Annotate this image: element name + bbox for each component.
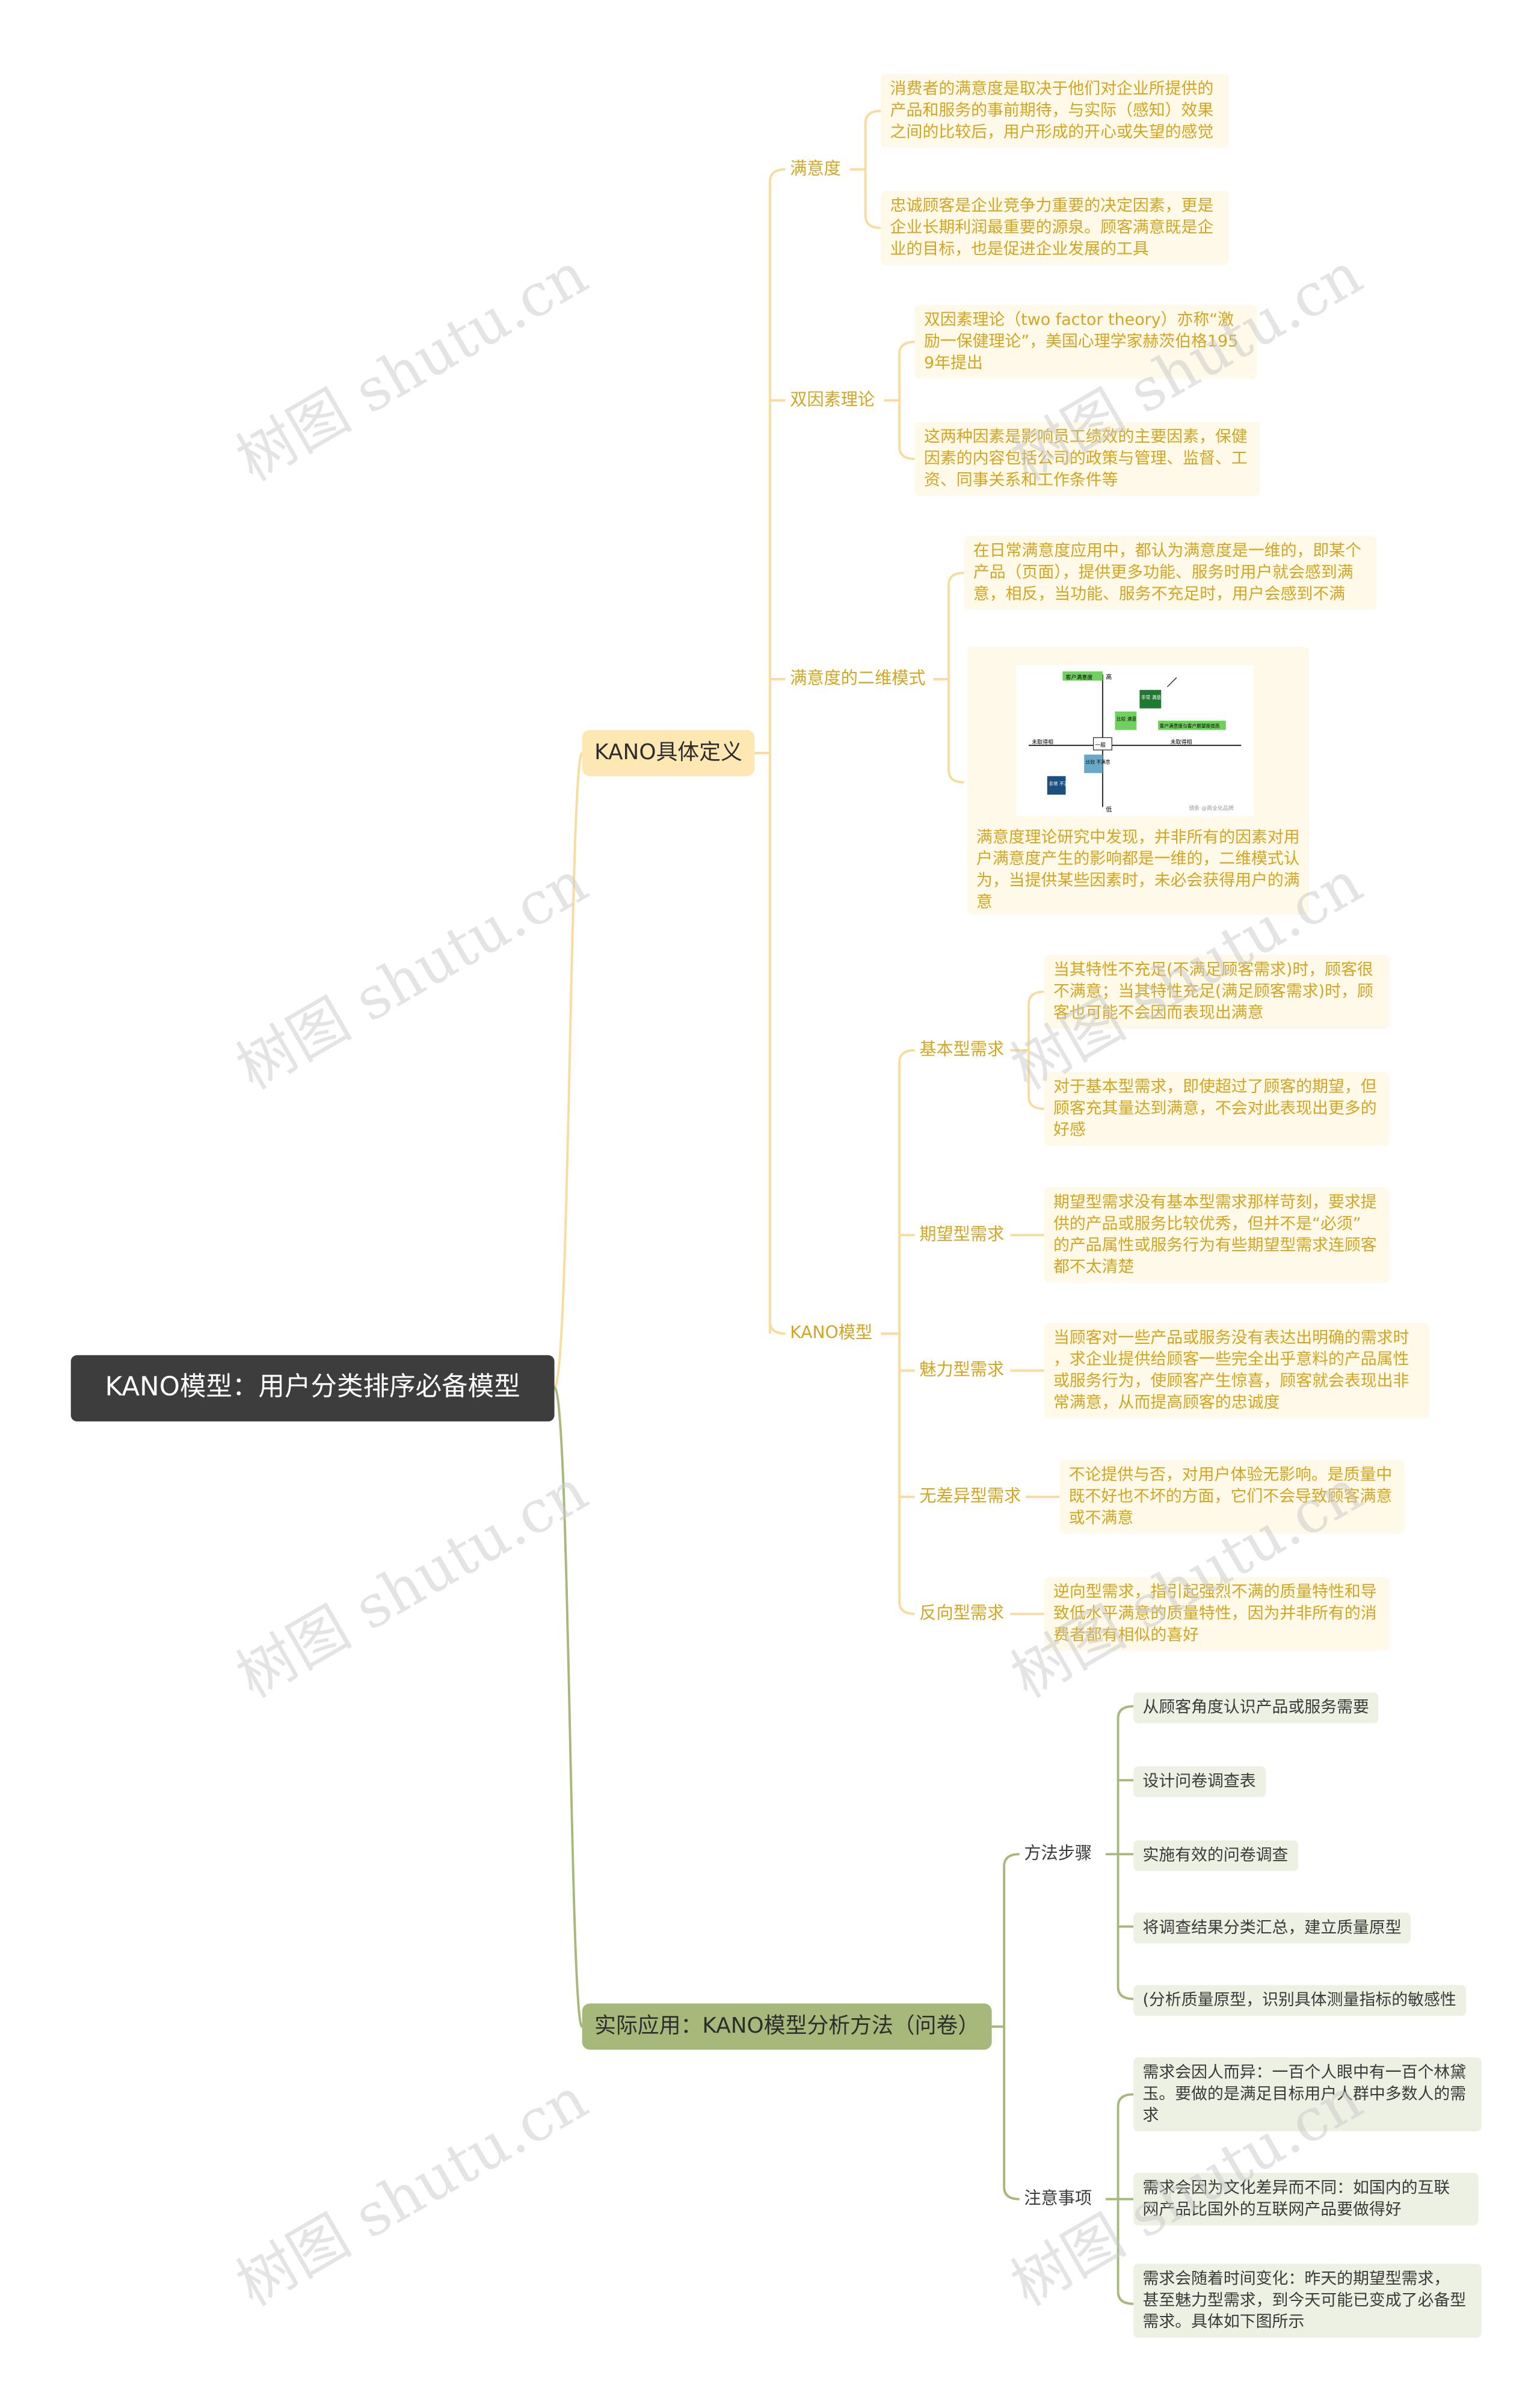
leaf-two-dimension-2[interactable]: 满意度理论研究中发现，并非所有的因素对用 户满意度产生的影响都是一维的，二维模式… <box>976 828 1300 912</box>
chart-credit: 頭条 @商业化品牌 <box>1189 805 1234 812</box>
leaf-two-dimension-1[interactable]: 在日常满意度应用中，都认为满意度是一维的，即某个 产品（页面），提供更多功能、服… <box>964 535 1377 610</box>
topic-kano-model[interactable]: KANO模型 <box>790 1323 873 1343</box>
step-item-4[interactable]: 将调查结果分类汇总，建立质量原型 <box>1133 1912 1411 1944</box>
leaf-two-factor-1[interactable]: 双因素理论（two factor theory）亦称“激 励一保健理论”，美国心… <box>914 304 1257 379</box>
leaf-two-factor-2[interactable]: 这两种因素是影响员工绩效的主要因素，保健 因素的内容包括公司的政策与管理、监督、… <box>914 422 1260 496</box>
leaf-satisfaction-1[interactable]: 消费者的满意度是取决于他们对企业所提供的 产品和服务的事前期待，与实际（感知）效… <box>881 73 1229 148</box>
chart-center-label: 一般 <box>1095 742 1106 749</box>
topic-satisfaction[interactable]: 满意度 <box>790 158 841 179</box>
topic-expected-need[interactable]: 期望型需求 <box>919 1224 1005 1245</box>
chart-box-a: 比较 满意 <box>1116 716 1136 722</box>
step-item-1[interactable]: 从顾客角度认识产品或服务需要 <box>1133 1692 1379 1723</box>
chart-q1-label: 客户满意度与客户期望度提高 <box>1160 723 1220 729</box>
chart-box-b: 非常 满意 <box>1141 694 1161 700</box>
topic-two-factor[interactable]: 双因素理论 <box>790 389 875 410</box>
topic-indifferent-need[interactable]: 无差异型需求 <box>919 1486 1021 1506</box>
step-item-2[interactable]: 设计问卷调查表 <box>1133 1766 1266 1797</box>
topic-charm-need[interactable]: 魅力型需求 <box>919 1360 1005 1380</box>
leaf-charm-1[interactable]: 当顾客对一些产品或服务没有表达出明确的需求时 ，求企业提供给顾客一些完全出乎意料… <box>1044 1323 1429 1418</box>
chart-left-label: 未取得相 <box>1032 738 1053 745</box>
chart-right-label: 未取得相 <box>1171 738 1192 745</box>
leaf-basic-2[interactable]: 对于基本型需求，即使超过了顾客的期望，但 顾客充其量达到满意，不会对此表现出更多… <box>1044 1071 1390 1146</box>
root-node[interactable]: KANO模型：用户分类排序必备模型 <box>70 1355 555 1421</box>
topic-method-steps[interactable]: 方法步骤 <box>1024 1843 1092 1864</box>
chart-box-d: 非常 不满 <box>1049 781 1068 787</box>
chart-top-label: 客户满意度 <box>1066 674 1093 681</box>
leaf-expected-1[interactable]: 期望型需求没有基本型需求那样苛刻，要求提 供的产品或服务比较优秀，但并不是“必须… <box>1044 1187 1390 1283</box>
step-item-3[interactable]: 实施有效的问卷调查 <box>1133 1840 1298 1871</box>
satisfaction-chart-card[interactable]: 客户满意度 高 低 未取得相 未取得相 一般 客户满意度与客户期望度提高 比较 … <box>967 647 1309 915</box>
topic-basic-need[interactable]: 基本型需求 <box>919 1039 1005 1060</box>
note-item-1[interactable]: 需求会因人而异：一百个人眼中有一百个林黛 玉。要做的是满足目标用户人群中多数人的… <box>1133 2057 1482 2132</box>
leaf-reverse-1[interactable]: 逆向型需求，指引起强烈不满的质量特性和导 致低水平满意的质量特性，因为并非所有的… <box>1044 1577 1390 1651</box>
topic-reverse-need[interactable]: 反向型需求 <box>919 1603 1005 1624</box>
step-item-5[interactable]: (分析质量原型，识别具体测量指标的敏感性 <box>1133 1985 1466 2016</box>
leaf-satisfaction-2[interactable]: 忠诚顾客是企业竞争力重要的决定因素，更是 企业长期利润最重要的源泉。顾客满意既是… <box>881 191 1229 265</box>
chart-axis-low: 低 <box>1106 805 1112 813</box>
note-item-2[interactable]: 需求会因为文化差异而不同：如国内的互联 网产品比国外的互联网产品要做得好 <box>1133 2173 1479 2226</box>
chart-box-c: 比较 不满意 <box>1086 759 1110 765</box>
leaf-indifferent-1[interactable]: 不论提供与否，对用户体验无影响。是质量中 既不好也不坏的方面，它们不会导致顾客满… <box>1059 1459 1405 1534</box>
topic-precautions[interactable]: 注意事项 <box>1024 2188 1092 2209</box>
note-item-3[interactable]: 需求会随着时间变化：昨天的期望型需求， 甚至魅力型需求，到今天可能已变成了必备型… <box>1133 2264 1482 2338</box>
branch-kano-definition[interactable]: KANO具体定义 <box>582 730 755 777</box>
leaf-basic-1[interactable]: 当其特性不充足(不满足顾客需求)时，顾客很 不满意；当其特性充足(满足顾客需求)… <box>1044 955 1390 1029</box>
branch-practical-application[interactable]: 实际应用：KANO模型分析方法（问卷） <box>582 2003 992 2050</box>
satisfaction-quadrant-chart: 客户满意度 高 低 未取得相 未取得相 一般 客户满意度与客户期望度提高 比较 … <box>1016 665 1254 816</box>
topic-two-dimension[interactable]: 满意度的二维模式 <box>790 668 926 689</box>
chart-axis-high: 高 <box>1106 673 1112 681</box>
